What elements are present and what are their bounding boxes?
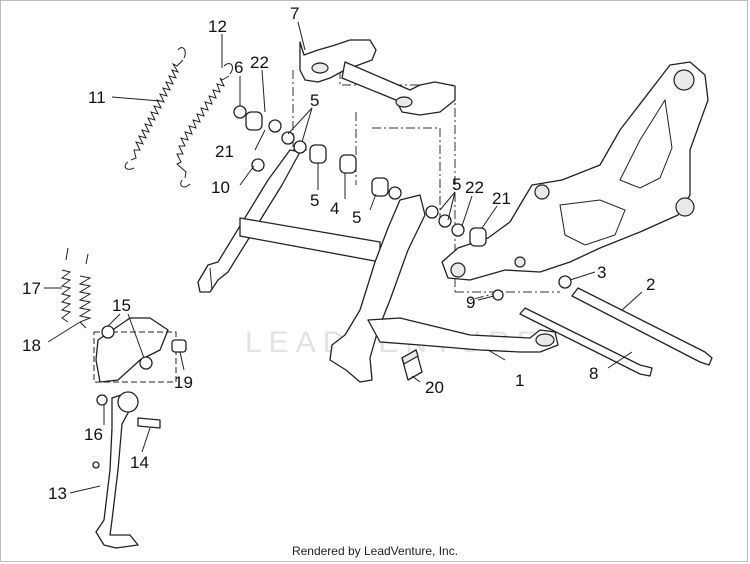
callout-19: 19 bbox=[174, 373, 193, 392]
callout-leaders bbox=[44, 21, 643, 494]
frame-bracket bbox=[441, 61, 709, 281]
callout-5b: 5 bbox=[310, 191, 319, 210]
long-bolt-part-2 bbox=[571, 287, 713, 366]
spring-part-18 bbox=[78, 253, 92, 329]
callout-18: 18 bbox=[22, 336, 41, 355]
callout-21a: 21 bbox=[215, 142, 234, 161]
callout-6: 6 bbox=[234, 58, 243, 77]
render-credit: Rendered by LeadVenture, Inc. bbox=[291, 544, 459, 558]
callout-15: 15 bbox=[112, 296, 131, 315]
callout-7: 7 bbox=[290, 4, 299, 23]
callout-8: 8 bbox=[589, 364, 598, 383]
callout-1: 1 bbox=[515, 371, 524, 390]
callout-21b: 21 bbox=[492, 189, 511, 208]
callout-14: 14 bbox=[130, 453, 149, 472]
upper-bracket-part-7 bbox=[299, 39, 456, 116]
bushing-washer-parts bbox=[233, 105, 572, 301]
callout-9: 9 bbox=[466, 293, 475, 312]
long-bolt-part-8 bbox=[519, 307, 653, 377]
callout-16: 16 bbox=[84, 425, 103, 444]
callout-12: 12 bbox=[208, 17, 227, 36]
callout-20: 20 bbox=[425, 378, 444, 397]
callout-5d: 5 bbox=[452, 175, 461, 194]
callout-11: 11 bbox=[88, 88, 106, 107]
callout-17: 17 bbox=[22, 279, 41, 298]
callout-4: 4 bbox=[330, 199, 339, 218]
side-stand-bracket bbox=[93, 317, 177, 383]
callout-labels: 1 2 3 4 5 5 5 5 6 7 8 9 10 11 12 13 14 1… bbox=[22, 4, 655, 503]
callout-22a: 22 bbox=[250, 53, 269, 72]
spring-part-11 bbox=[124, 47, 186, 170]
callout-22b: 22 bbox=[465, 178, 484, 197]
rubber-pad-part-19 bbox=[171, 339, 187, 353]
center-stand-part-1 bbox=[197, 149, 559, 383]
callout-2: 2 bbox=[646, 275, 655, 294]
callout-10: 10 bbox=[211, 178, 230, 197]
callout-5a: 5 bbox=[310, 91, 319, 110]
callout-5c: 5 bbox=[352, 208, 361, 227]
spring-part-17 bbox=[60, 247, 72, 323]
spring-part-12 bbox=[176, 63, 233, 188]
stopper-part-20 bbox=[401, 349, 423, 381]
side-stand-part-13 bbox=[92, 391, 161, 549]
callout-13: 13 bbox=[48, 484, 67, 503]
callout-3: 3 bbox=[597, 263, 606, 282]
